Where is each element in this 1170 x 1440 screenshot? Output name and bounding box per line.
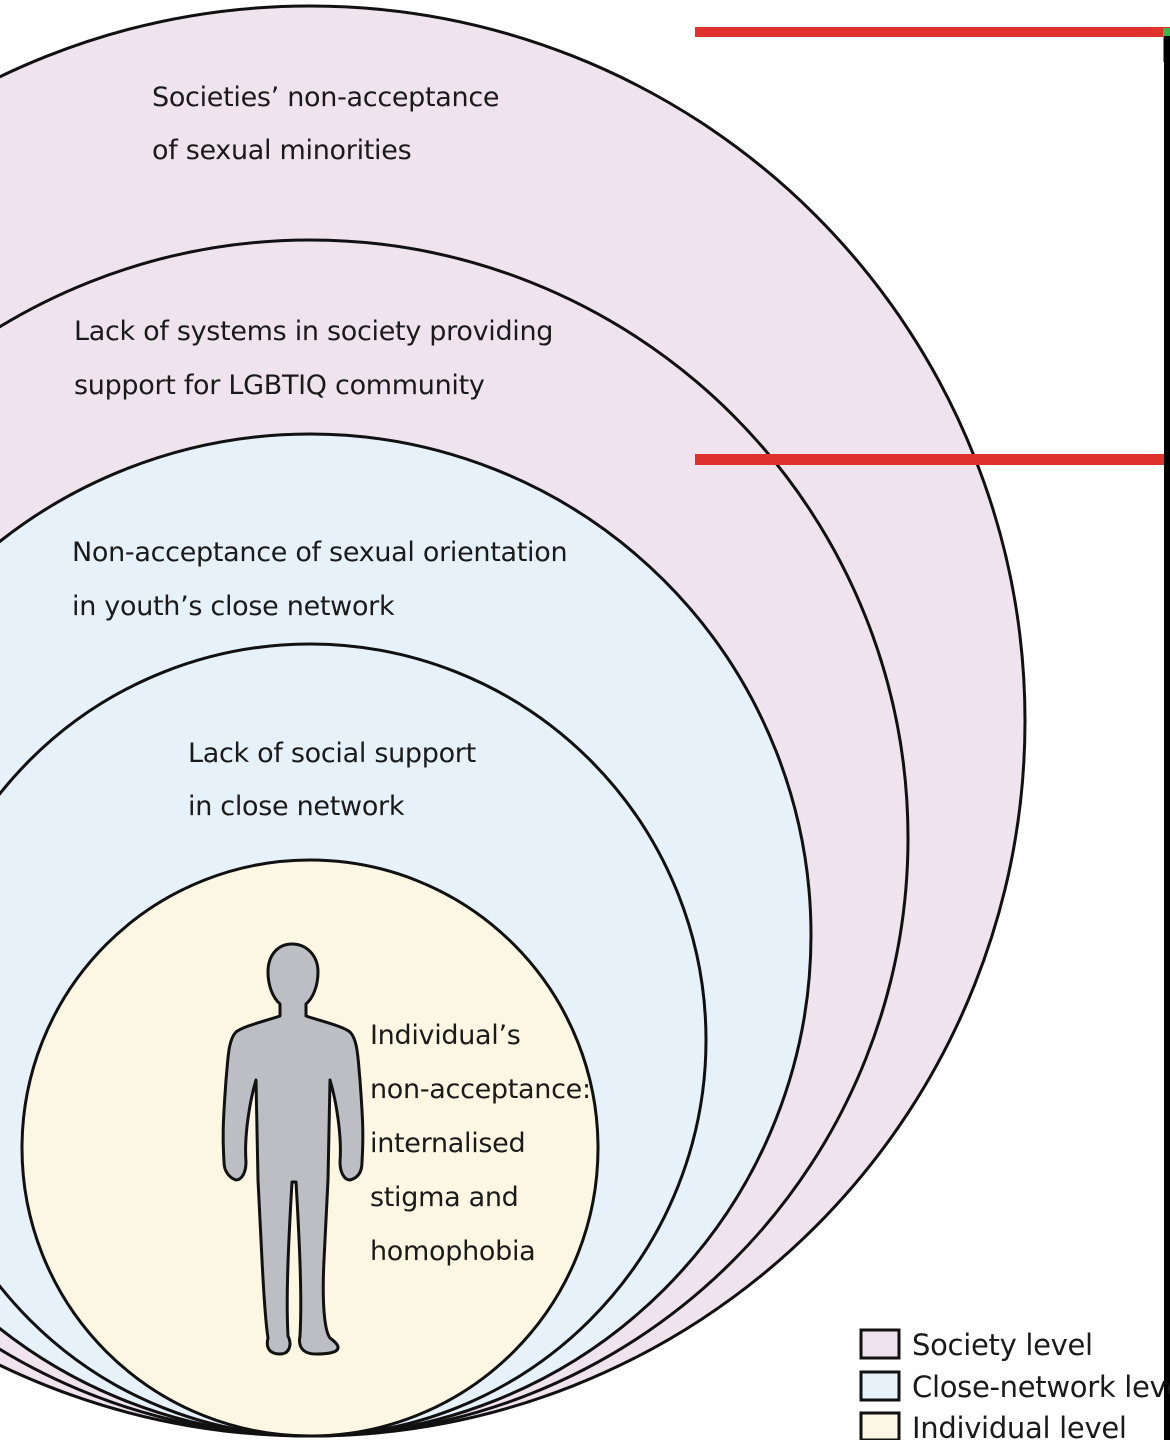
legend-swatch-individual — [859, 1411, 901, 1440]
legend-item-society: Society level — [859, 1328, 1093, 1362]
close-network-outer-label: Non-acceptance of sexual orientation in … — [72, 537, 568, 622]
red-marker-line-top — [695, 27, 1170, 37]
close-network-inner-label: Lack of social support in close network — [188, 738, 476, 822]
legend-swatch-close-network — [859, 1370, 901, 1402]
label-line: Lack of social support — [188, 738, 476, 769]
right-edge-border — [1164, 36, 1170, 1440]
label-line: stigma and — [370, 1182, 519, 1213]
person-silhouette-icon — [221, 942, 365, 1356]
individual-label: Individual’s non-acceptance: internalise… — [370, 1020, 591, 1267]
red-marker-line-middle — [695, 454, 1170, 465]
legend-swatch-society — [859, 1328, 901, 1360]
legend-item-close-network: Close-network level — [859, 1370, 1170, 1404]
label-line: internalised — [370, 1128, 525, 1159]
label-line: homophobia — [370, 1236, 535, 1267]
label-line: Non-acceptance of sexual orientation — [72, 537, 567, 568]
society-inner-label: Lack of systems in society providing sup… — [74, 316, 553, 401]
label-line: Societies’ non-acceptance — [152, 82, 499, 113]
legend: Society level Close-network level Indivi… — [859, 1328, 1170, 1440]
label-line: support for LGBTIQ community — [74, 370, 485, 401]
legend-item-individual: Individual level — [859, 1411, 1127, 1440]
legend-label: Individual level — [912, 1411, 1127, 1440]
label-line: Lack of systems in society providing — [74, 316, 553, 347]
label-line: non-acceptance: — [370, 1074, 591, 1105]
label-line: Individual’s — [370, 1020, 521, 1051]
legend-label: Close-network level — [912, 1370, 1170, 1404]
label-line: in close network — [188, 791, 405, 822]
label-line: in youth’s close network — [72, 591, 395, 622]
society-outer-label: Societies’ non-acceptance of sexual mino… — [152, 82, 500, 166]
label-line: of sexual minorities — [152, 135, 411, 166]
legend-label: Society level — [912, 1328, 1093, 1362]
